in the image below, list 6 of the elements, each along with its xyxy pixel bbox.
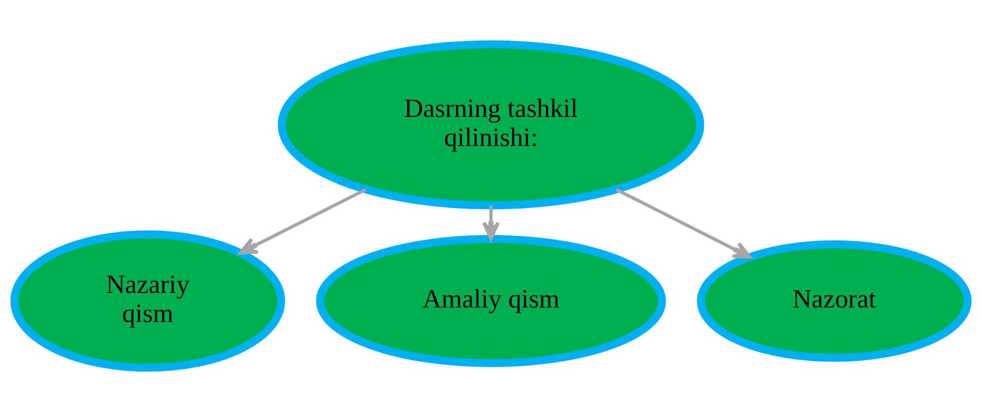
node-ellipse: Amaliy qism	[316, 234, 666, 367]
arrow	[238, 188, 366, 254]
node-ellipse: Nazariy qism	[10, 230, 286, 372]
arrow	[482, 205, 500, 240]
arrow	[616, 188, 752, 258]
node-ellipse: Dasrning tashkil qilinishi:	[278, 40, 704, 209]
